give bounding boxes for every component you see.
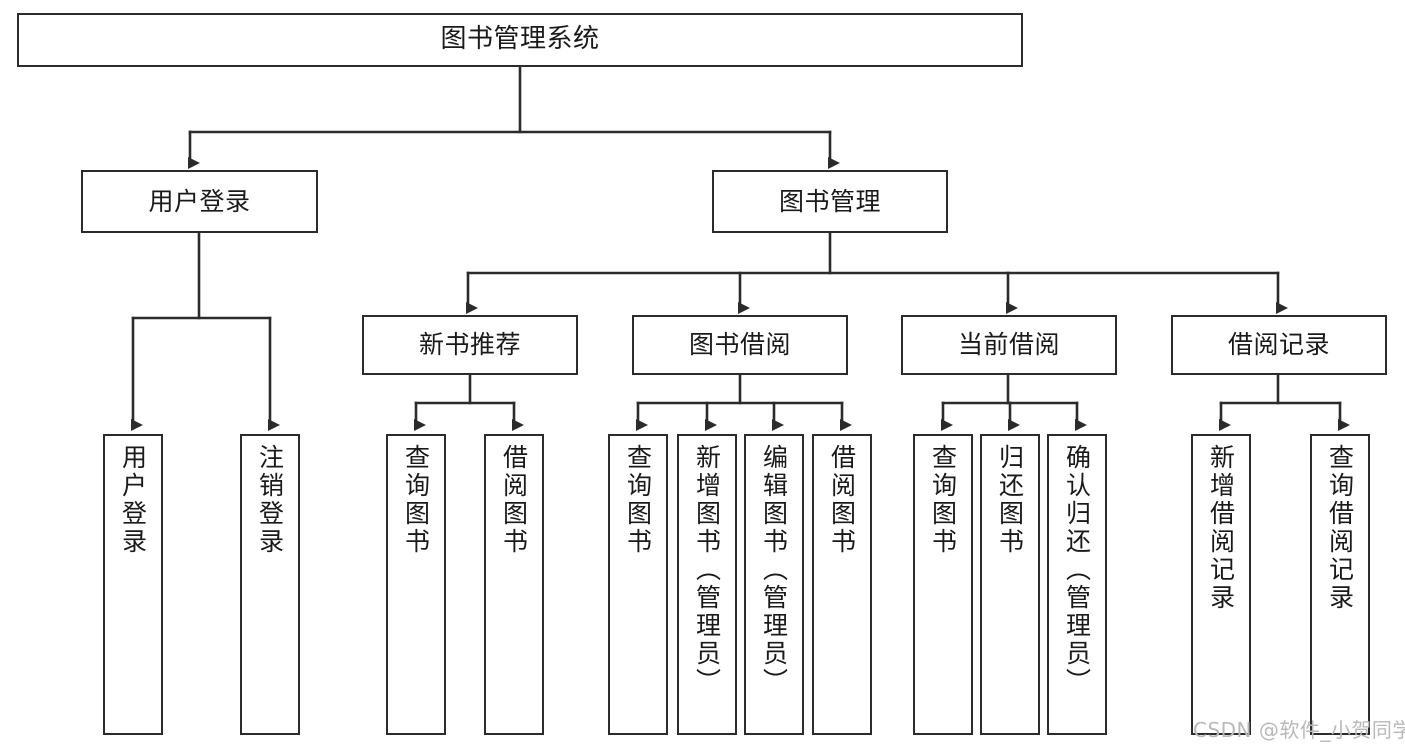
node-label: 图书管理系统 bbox=[440, 24, 600, 55]
csdn-watermark: CSDN @软件_小贺同学 bbox=[1193, 718, 1405, 742]
leaf-user-login-signin[interactable]: 用户登录 bbox=[103, 434, 163, 735]
leaf-record-add-borrow-record[interactable]: 新增借阅记录 bbox=[1191, 434, 1251, 735]
leaf-borrow-edit-book-admin[interactable]: 编辑图书（管理员） bbox=[744, 434, 804, 735]
leaf-new-book-query[interactable]: 查询图书 bbox=[386, 434, 446, 735]
node-label: 查询借阅记录 bbox=[1325, 444, 1355, 612]
node-label: 图书管理 bbox=[778, 186, 881, 216]
node-book-borrow[interactable]: 图书借阅 bbox=[632, 315, 848, 375]
node-label: 图书借阅 bbox=[688, 330, 791, 359]
node-label: 当前借阅 bbox=[957, 330, 1060, 359]
node-label: 新书推荐 bbox=[418, 330, 521, 359]
node-borrow-record[interactable]: 借阅记录 bbox=[1171, 315, 1387, 375]
node-label: 查询图书 bbox=[928, 444, 958, 556]
node-label: 借阅图书 bbox=[827, 444, 857, 556]
leaf-borrow-add-book-admin[interactable]: 新增图书（管理员） bbox=[677, 434, 737, 735]
leaf-user-login-signout[interactable]: 注销登录 bbox=[240, 434, 300, 735]
node-book-management[interactable]: 图书管理 bbox=[712, 170, 948, 233]
leaf-borrow-borrow-book[interactable]: 借阅图书 bbox=[812, 434, 872, 735]
node-label: 新增借阅记录 bbox=[1206, 444, 1236, 612]
node-label: 查询图书 bbox=[401, 444, 431, 556]
leaf-borrow-query-book[interactable]: 查询图书 bbox=[608, 434, 668, 735]
node-label: 新增图书（管理员） bbox=[692, 444, 722, 696]
node-user-login[interactable]: 用户登录 bbox=[81, 170, 318, 233]
node-label: 注销登录 bbox=[255, 444, 285, 556]
node-label: 查询图书 bbox=[623, 444, 653, 556]
node-label: 归还图书 bbox=[995, 444, 1025, 556]
leaf-record-query-borrow-record[interactable]: 查询借阅记录 bbox=[1310, 434, 1370, 735]
leaf-new-book-borrow[interactable]: 借阅图书 bbox=[484, 434, 544, 735]
node-label: 编辑图书（管理员） bbox=[759, 444, 789, 696]
node-label: 借阅图书 bbox=[499, 444, 529, 556]
node-root-system[interactable]: 图书管理系统 bbox=[17, 13, 1023, 67]
node-label: 确认归还（管理员） bbox=[1062, 444, 1092, 696]
leaf-current-query-book[interactable]: 查询图书 bbox=[913, 434, 973, 735]
node-label: 用户登录 bbox=[148, 186, 251, 216]
node-current-borrow[interactable]: 当前借阅 bbox=[901, 315, 1117, 375]
leaf-current-return-book[interactable]: 归还图书 bbox=[980, 434, 1040, 735]
node-new-book-recommend[interactable]: 新书推荐 bbox=[362, 315, 578, 375]
node-label: 用户登录 bbox=[118, 444, 148, 556]
leaf-current-confirm-return-admin[interactable]: 确认归还（管理员） bbox=[1047, 434, 1107, 735]
node-label: 借阅记录 bbox=[1227, 330, 1330, 359]
